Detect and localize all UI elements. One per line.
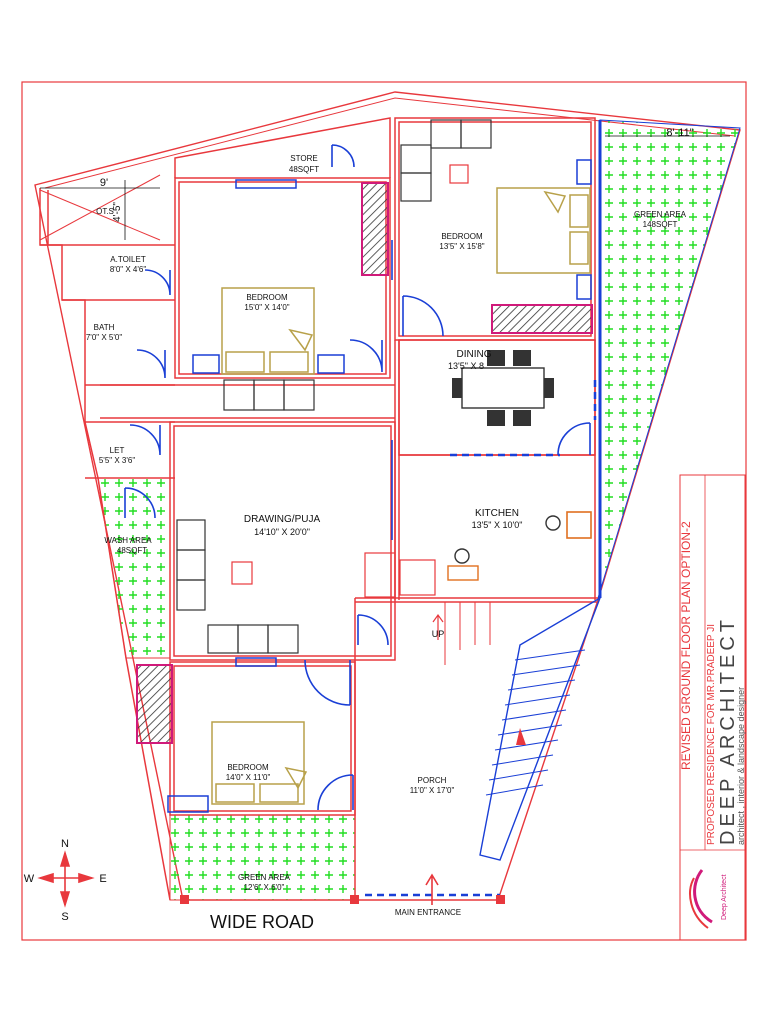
- green-bottom-label: GREEN AREA: [238, 873, 291, 882]
- dining-set: [452, 350, 554, 426]
- wash-label: WASH AREA: [104, 536, 152, 545]
- drawing-subtitle: PROPOSED RESIDENCE FOR MR.PRADEEP JI: [706, 624, 717, 845]
- ots-width-dim: 9': [100, 177, 108, 189]
- drawing-label: DRAWING/PUJA: [244, 514, 321, 525]
- green-bottom-size: 12'6" X 6'0": [244, 883, 285, 892]
- kitchen-label: KITCHEN: [475, 508, 519, 519]
- ots-depth-dim: 4'-5": [112, 202, 123, 222]
- sofa-right-bedroom: [400, 119, 492, 202]
- compass-e: E: [99, 873, 106, 885]
- puja-unit: [364, 552, 396, 598]
- green-right-label: GREEN AREA: [634, 210, 687, 219]
- wash-area: 48SQFT: [117, 546, 147, 555]
- person-icon-1: [545, 515, 561, 531]
- sink-icon: [447, 565, 479, 581]
- bedroom-right-size: 13'5" X 15'8": [439, 242, 484, 251]
- sofa-top-bedroom: [223, 379, 315, 411]
- stair-up-label: UP: [432, 629, 445, 639]
- tv-unit-bottom: [235, 657, 277, 667]
- green-right-width-dim: 8'-11": [666, 127, 693, 139]
- sheet-frame: [21, 81, 747, 941]
- bedroom-top-size: 15'0" X 14'0": [244, 303, 289, 312]
- let-label: LET: [110, 446, 125, 455]
- compass-n: N: [61, 838, 69, 850]
- bed-top: [221, 287, 315, 375]
- doors: [124, 144, 591, 811]
- logo-text: Deep Architect: [721, 874, 728, 920]
- ots-shaft: [39, 174, 161, 241]
- stove-icon: [566, 511, 592, 539]
- kitchen-size: 13'5" X 10'0": [472, 520, 523, 530]
- wardrobe-bottom: [136, 664, 173, 744]
- drawing-title: REVISED GROUND FLOOR PLAN OPTION-2: [679, 521, 693, 770]
- ots-label: OT.S: [96, 207, 114, 216]
- green-right-area: 148SQFT: [643, 220, 678, 229]
- bath-size: 7'0" X 5'0": [86, 333, 122, 342]
- up-arrow-icon: [432, 613, 444, 640]
- bedroom-bottom-size: 14'0" X 11'0": [226, 773, 271, 782]
- bed-right: [496, 187, 591, 274]
- side-table-1: [192, 354, 220, 374]
- entrance-label: MAIN ENTRANCE: [395, 908, 461, 917]
- green-area-bottom: [169, 814, 356, 901]
- firm-name: DEEP ARCHITECT: [717, 616, 739, 845]
- let-size: 5'5" X 3'6": [99, 456, 135, 465]
- sofa-drawing: [176, 519, 299, 654]
- staircase: [444, 596, 602, 861]
- store-area: 48SQFT: [289, 165, 319, 174]
- compass-w: W: [24, 873, 35, 885]
- side-table-3: [576, 159, 592, 185]
- windows: [365, 380, 597, 897]
- store-label: STORE: [290, 154, 317, 163]
- walls: [39, 117, 598, 901]
- tv-unit-top: [235, 179, 297, 189]
- wardrobe-right: [491, 304, 593, 334]
- green-area-wash: [97, 477, 171, 659]
- bed-bottom: [211, 721, 308, 805]
- wardrobe-top: [361, 182, 389, 276]
- green-area-right: [597, 119, 741, 599]
- compass-s: S: [61, 911, 68, 923]
- coffee-table-right: [449, 164, 469, 184]
- drawing-size: 14'10" X 20'0": [254, 527, 310, 537]
- title-block: [679, 474, 746, 941]
- porch-label: PORCH: [418, 776, 447, 785]
- dining-size: 13'5" X 8: [448, 361, 484, 371]
- side-table-5: [167, 795, 209, 813]
- bedroom-top-label: BEDROOM: [246, 293, 288, 302]
- atoilet-size: 8'0" X 4'6": [110, 265, 146, 274]
- logo-icon: [689, 869, 713, 929]
- entrance-arrow-icon: [425, 873, 439, 905]
- atoilet-label: A.TOILET: [110, 255, 146, 264]
- person-icon-2: [454, 548, 470, 564]
- road-label: WIDE ROAD: [210, 912, 314, 932]
- firm-tagline: architect , interior & landscape designe…: [736, 687, 746, 845]
- coffee-table-drawing: [231, 561, 253, 585]
- bedroom-bottom-label: BEDROOM: [227, 763, 269, 772]
- porch-size: 11'0" X 17'0": [410, 786, 455, 795]
- side-table-4: [576, 274, 592, 300]
- bath-label: BATH: [94, 323, 115, 332]
- columns: [180, 895, 505, 904]
- dining-label: DINING: [457, 349, 492, 360]
- bedroom-right-label: BEDROOM: [441, 232, 483, 241]
- side-table-2: [317, 354, 345, 374]
- compass-icon: [37, 850, 95, 908]
- kitchen-counter: [399, 559, 436, 596]
